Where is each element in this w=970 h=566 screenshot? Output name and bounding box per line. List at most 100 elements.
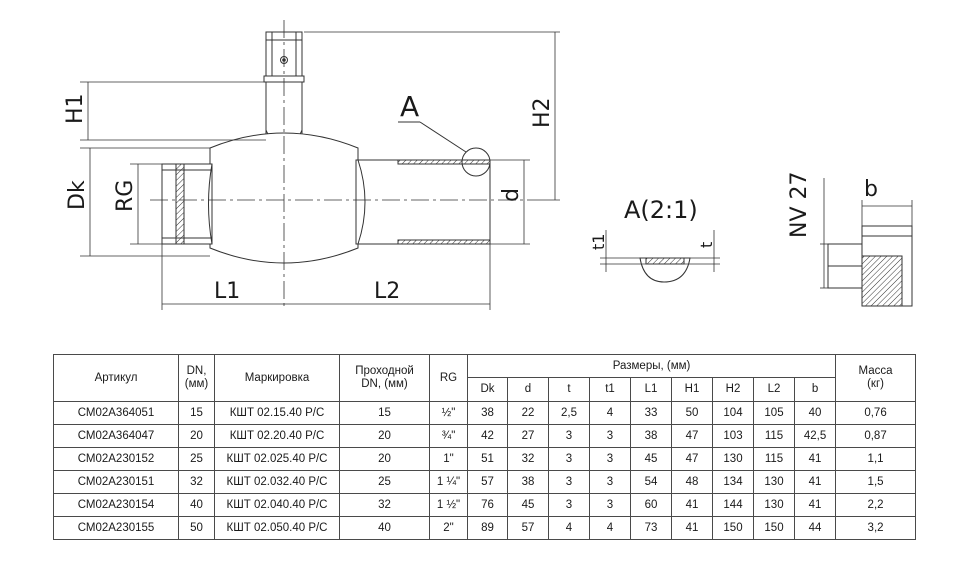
table-cell: 76 <box>467 493 508 517</box>
dk-label: Dk <box>65 180 90 210</box>
table-cell: 130 <box>753 493 795 517</box>
header-marking: Маркировка <box>214 354 340 402</box>
table-cell: 25 <box>178 447 215 471</box>
subheader-dk: Dk <box>467 377 508 402</box>
left-threaded-end <box>161 163 213 245</box>
table-cell: 40 <box>178 493 215 517</box>
table-cell: 50 <box>671 401 713 425</box>
table-cell: 40 <box>793 401 837 425</box>
table-cell: СМ02А230151 <box>53 470 179 494</box>
table-cell: 32 <box>507 447 549 471</box>
table-cell: КШТ 02.15.40 Р/С <box>214 401 340 425</box>
nv-label: NV 27 <box>787 172 812 239</box>
subheader-h2: H2 <box>712 377 754 402</box>
table-cell: 4 <box>589 516 631 540</box>
table-cell: СМ02А230154 <box>53 493 179 517</box>
table-cell: 41 <box>671 516 713 540</box>
table-cell: 1" <box>429 447 468 471</box>
table-cell: 60 <box>630 493 672 517</box>
table-cell: 44 <box>793 516 837 540</box>
detail-a-callout: A <box>400 90 419 123</box>
table-cell: КШТ 02.032.40 Р/С <box>214 470 340 494</box>
detail-a-leader <box>419 121 467 153</box>
subheader-b: b <box>793 377 837 402</box>
detail-a-view <box>600 230 720 283</box>
table-cell: 41 <box>671 493 713 517</box>
table-cell: СМ02А364051 <box>53 401 179 425</box>
table-cell: 3 <box>548 470 590 494</box>
table-cell: 45 <box>630 447 672 471</box>
table-cell: 15 <box>339 401 430 425</box>
table-cell: 1 ¼" <box>429 470 468 494</box>
table-cell: 115 <box>753 447 795 471</box>
table-cell: КШТ 02.050.40 Р/С <box>214 516 340 540</box>
table-cell: 40 <box>339 516 430 540</box>
table-cell: 2,2 <box>835 493 917 517</box>
table-cell: 130 <box>753 470 795 494</box>
table-cell: 4 <box>548 516 590 540</box>
table-cell: 1 ½" <box>429 493 468 517</box>
table-cell: 73 <box>630 516 672 540</box>
table-cell: ½" <box>429 401 468 425</box>
table-cell: 45 <box>507 493 549 517</box>
detail-a-circle <box>461 147 491 177</box>
t-label: t <box>697 242 716 248</box>
l1-label: L1 <box>214 279 240 304</box>
b-label: b <box>864 177 878 202</box>
header-mass: Масса (кг) <box>835 354 917 402</box>
table-cell: 22 <box>507 401 549 425</box>
table-cell: 3 <box>548 493 590 517</box>
table-cell: 3 <box>589 424 631 448</box>
table-cell: 51 <box>467 447 508 471</box>
header-bore: Проходной DN, (мм) <box>339 354 430 402</box>
table-cell: КШТ 02.20.40 Р/С <box>214 424 340 448</box>
header-rg: RG <box>429 354 468 402</box>
t1-label: t1 <box>589 234 608 250</box>
table-cell: 2" <box>429 516 468 540</box>
table-cell: СМ02А230155 <box>53 516 179 540</box>
table-cell: 42,5 <box>793 424 837 448</box>
table-cell: 48 <box>671 470 713 494</box>
table-cell: 89 <box>467 516 508 540</box>
table-cell: 103 <box>712 424 754 448</box>
table-cell: 3 <box>589 493 631 517</box>
subheader-t1: t1 <box>589 377 631 402</box>
table-cell: 20 <box>178 424 215 448</box>
dimension-lines <box>80 31 560 310</box>
table-cell: СМ02А230152 <box>53 447 179 471</box>
table-cell: 42 <box>467 424 508 448</box>
table-cell: 20 <box>339 424 430 448</box>
table-cell: КШТ 02.025.40 Р/С <box>214 447 340 471</box>
table-cell: 41 <box>793 447 837 471</box>
table-cell: 104 <box>712 401 754 425</box>
table-cell: 0,87 <box>835 424 917 448</box>
table-cell: 47 <box>671 447 713 471</box>
d-label: d <box>499 188 524 202</box>
right-weld-pipe <box>355 159 491 245</box>
table-cell: 134 <box>712 470 754 494</box>
table-cell: КШТ 02.040.40 Р/С <box>214 493 340 517</box>
table-cell: 32 <box>339 493 430 517</box>
table-cell: 47 <box>671 424 713 448</box>
table-cell: 144 <box>712 493 754 517</box>
table-cell: 41 <box>793 470 837 494</box>
table-cell: 1,1 <box>835 447 917 471</box>
subheader-l2: L2 <box>753 377 795 402</box>
table-cell: 25 <box>339 470 430 494</box>
table-cell: 38 <box>630 424 672 448</box>
table-cell: 54 <box>630 470 672 494</box>
table-cell: 150 <box>712 516 754 540</box>
subheader-l1: L1 <box>630 377 672 402</box>
table-cell: 38 <box>507 470 549 494</box>
table-cell: 130 <box>712 447 754 471</box>
valve-technical-drawing: H1 H2 Dk RG d L1 L2 A A(2:1) t1 t NV 27 … <box>63 20 913 310</box>
table-cell: 150 <box>753 516 795 540</box>
table-cell: 57 <box>507 516 549 540</box>
table-cell: 0,76 <box>835 401 917 425</box>
header-dn: DN, (мм) <box>178 354 215 402</box>
